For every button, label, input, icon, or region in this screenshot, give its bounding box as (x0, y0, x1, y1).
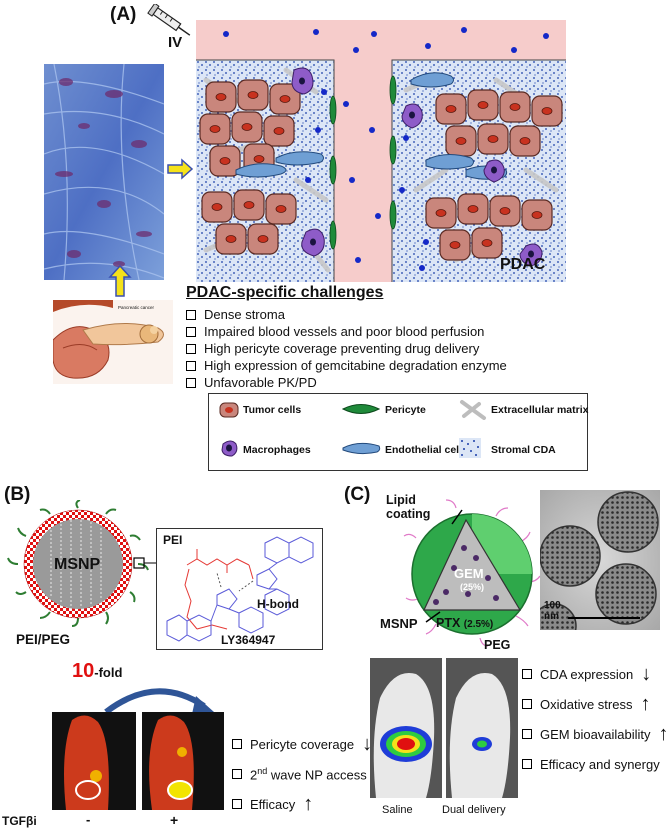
peg-label: PEG (484, 638, 511, 652)
fold-suffix: -fold (94, 665, 123, 680)
msnp-label-b: MSNP (54, 556, 101, 573)
molecule-box: PEI H-bond LY364947 (156, 528, 323, 650)
plus-sign: + (170, 812, 179, 828)
gem-label: GEM (454, 566, 484, 581)
msnp-particle (7, 500, 156, 627)
effect-item: Pericyte coverage↓ (232, 734, 372, 754)
pancreas-caption: Pancreatic cancer (118, 305, 155, 310)
effect-item: Oxidative stress↑ (522, 694, 650, 714)
pancreas-illustration (53, 300, 173, 384)
challenges-list: Dense stroma Impaired blood vessels and … (186, 306, 507, 391)
panel-b-letter: (B) (4, 484, 31, 505)
arrow-down-icon: ↓ (362, 733, 373, 755)
legend-tumor: Tumor cells (243, 404, 302, 416)
tumor-cell-icon (219, 402, 239, 418)
effect-item: GEM bioavailability↑ (522, 724, 666, 744)
effect-item: Efficacy and synergy↑ (522, 754, 666, 774)
legend-pericyte: Pericyte (385, 404, 426, 416)
arrow-down-icon: ↓ (641, 663, 652, 685)
molecule-structure (166, 536, 314, 642)
checkbox-icon (186, 360, 196, 371)
endothelial-icon (342, 442, 381, 455)
pei-label: PEI (163, 533, 183, 547)
lipid-coating-label: Lipid coating (386, 493, 431, 521)
tumor-microenvironment (196, 20, 566, 282)
fold-number: 10 (72, 660, 95, 682)
pdac-label: PDAC (500, 256, 546, 273)
mouse-saline-label: Saline (382, 804, 413, 816)
effect-item: 2nd wave NP access↑ (232, 764, 385, 784)
pericyte-icon (341, 404, 381, 414)
checkbox-icon (232, 769, 242, 779)
scale-bar-label: 100 nm (544, 600, 561, 622)
arrow-up-icon: ↑ (640, 693, 651, 715)
drug-label: LY364947 (221, 633, 276, 647)
gem-pct: (25%) (460, 582, 485, 592)
msnp-label-c: MSNP (380, 616, 418, 631)
checkbox-icon (186, 343, 196, 354)
legend-cda: Stromal CDA (491, 444, 556, 456)
checkbox-icon (186, 377, 196, 388)
stromal-cda-icon (459, 438, 481, 458)
panel-a-letter: (A) (110, 4, 137, 25)
cell-legend: Tumor cells Pericyte Extracellular matri… (208, 393, 588, 471)
challenge-item: Impaired blood vessels and poor blood pe… (186, 323, 507, 340)
arrow-up-icon: ↑ (303, 793, 314, 815)
challenge-item: Unfavorable PK/PD (186, 374, 507, 391)
challenge-item: High pericyte coverage preventing drug d… (186, 340, 507, 357)
tgf-label: TGFβi (2, 814, 37, 828)
arrow-up-icon (108, 264, 132, 297)
syringe-icon (147, 4, 191, 36)
checkbox-icon (186, 309, 196, 320)
lipid-coated-msnp (403, 499, 541, 647)
legend-macrophage: Macrophages (243, 444, 311, 456)
pei-peg-label: PEI/PEG (16, 632, 71, 647)
mouse-dual-label: Dual delivery (442, 804, 506, 816)
checkbox-icon (522, 759, 532, 769)
effect-item: CDA expression↓ (522, 664, 651, 684)
iv-label: IV (168, 34, 183, 51)
challenge-item: Dense stroma (186, 306, 507, 323)
panel-c-letter: (C) (344, 484, 371, 505)
tissue-micrograph (44, 64, 164, 280)
checkbox-icon (186, 326, 196, 337)
ecm-icon (460, 400, 486, 420)
checkbox-icon (232, 799, 242, 809)
arrow-up-icon: ↑ (658, 723, 666, 745)
checkbox-icon (522, 669, 532, 679)
mouse-imaging-b (52, 712, 224, 810)
effect-item: Efficacy↑ (232, 794, 313, 814)
ptx-label: PTX (2.5%) (436, 616, 494, 630)
curved-arrow-icon (104, 688, 214, 714)
macrophage-icon (221, 440, 238, 457)
checkbox-icon (232, 739, 242, 749)
checkbox-icon (522, 699, 532, 709)
minus-sign: - (86, 812, 91, 827)
legend-ecm: Extracellular matrix (491, 404, 589, 416)
challenges-title: PDAC-specific challenges (186, 284, 384, 301)
arrow-right-icon (167, 158, 194, 180)
mouse-imaging-c (370, 658, 518, 798)
fold-label: 10-fold (72, 660, 122, 683)
legend-endothelial: Endothelial cell (385, 444, 463, 456)
hbond-label: H-bond (257, 597, 299, 611)
checkbox-icon (522, 729, 532, 739)
challenge-item: High expression of gemcitabine degradati… (186, 357, 507, 374)
tem-micrograph (540, 490, 660, 630)
